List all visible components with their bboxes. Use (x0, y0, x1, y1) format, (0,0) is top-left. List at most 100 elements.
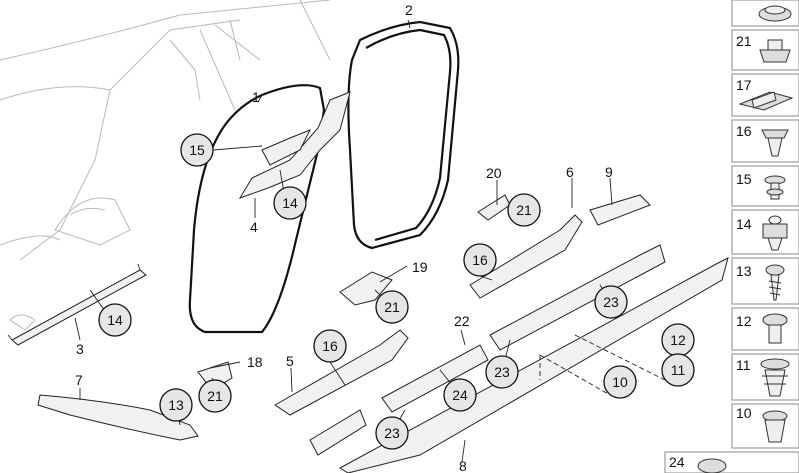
svg-text:24: 24 (452, 387, 468, 403)
callout-3: 3 (76, 341, 84, 357)
side-skirt (339, 257, 729, 473)
push-pin-icon (764, 175, 786, 200)
svg-text:23: 23 (384, 425, 400, 441)
callout-11: 11 (661, 353, 695, 387)
svg-text:13: 13 (736, 263, 752, 279)
sidebar-item-15: 15 (731, 165, 799, 207)
front-door-seal (188, 84, 326, 334)
callout-21-b: 21 (375, 290, 409, 324)
rubber-grommet-icon (758, 5, 792, 22)
sidebar-item-grommet (731, 0, 799, 27)
svg-text:11: 11 (671, 362, 686, 378)
svg-text:20: 20 (486, 165, 502, 181)
sidebar-item-10: 10 (731, 403, 799, 449)
callout-4: 4 (250, 219, 258, 235)
svg-text:1: 1 (252, 89, 260, 105)
svg-text:24: 24 (669, 454, 685, 470)
svg-text:22: 22 (454, 313, 470, 329)
callout-16-a: 16 (463, 243, 497, 277)
part-9 (589, 194, 651, 226)
pine-tree-clip-icon (760, 358, 790, 397)
svg-text:7: 7 (75, 372, 83, 388)
callout-2: 2 (405, 2, 413, 18)
car-body-outline (0, 0, 331, 331)
bracket-19 (339, 271, 393, 306)
expansion-clip-icon (761, 129, 789, 157)
svg-text:3: 3 (76, 341, 84, 357)
clip-nut-icon (762, 410, 788, 443)
sidebar-item-17: 17 (731, 73, 799, 117)
callout-16-b: 16 (313, 329, 347, 363)
callout-1: 1 (252, 89, 260, 105)
svg-text:13: 13 (168, 397, 184, 413)
svg-text:8: 8 (459, 458, 467, 473)
svg-text:14: 14 (282, 195, 298, 211)
svg-text:21: 21 (736, 33, 752, 49)
svg-text:9: 9 (605, 164, 613, 180)
cap-icon (697, 458, 727, 473)
svg-text:21: 21 (384, 299, 400, 315)
hardware-sidebar: 21 17 16 15 (664, 0, 799, 473)
svg-text:23: 23 (603, 294, 619, 310)
rocker-bracket-lower (309, 409, 367, 456)
svg-text:11: 11 (736, 357, 751, 373)
svg-text:15: 15 (189, 142, 205, 158)
rocker-bracket-mid (381, 344, 489, 413)
callout-14-sill: 14 (98, 303, 132, 337)
lower-sill-panel (37, 394, 199, 441)
svg-text:4: 4 (250, 219, 258, 235)
callout-7: 7 (75, 372, 83, 388)
sidebar-item-14: 14 (731, 209, 799, 255)
callout-21-a: 21 (507, 193, 541, 227)
svg-text:16: 16 (472, 252, 488, 268)
callout-23-c: 23 (375, 416, 409, 450)
rocker-bracket-upper (489, 244, 666, 351)
expanding-rivet-icon (762, 313, 788, 344)
callout-14-pillar: 14 (273, 186, 307, 220)
svg-text:6: 6 (566, 164, 574, 180)
svg-text:21: 21 (207, 388, 223, 404)
screw-clip-icon (762, 215, 788, 251)
svg-text:5: 5 (286, 353, 294, 369)
svg-text:2: 2 (405, 2, 413, 18)
svg-text:17: 17 (736, 77, 752, 93)
bracket-20 (477, 194, 511, 221)
sidebar-item-13: 13 (731, 257, 799, 305)
callout-8: 8 (459, 458, 467, 473)
callout-18: 18 (247, 354, 263, 370)
callout-13: 13 (159, 388, 193, 422)
entrance-strip-front (274, 329, 409, 416)
svg-text:12: 12 (670, 332, 686, 348)
svg-text:15: 15 (736, 171, 752, 187)
rear-door-seal (347, 20, 460, 250)
svg-text:10: 10 (612, 374, 628, 390)
svg-text:12: 12 (736, 313, 752, 329)
screw-icon (765, 264, 785, 301)
clip-icon (738, 91, 794, 111)
callout-21-c: 21 (198, 379, 232, 413)
sidebar-item-21: 21 (731, 29, 799, 71)
sidebar-item-24: 24 (664, 451, 799, 473)
sidebar-item-16: 16 (731, 119, 799, 163)
callout-23-b: 23 (485, 355, 519, 389)
svg-text:19: 19 (412, 259, 428, 275)
svg-text:23: 23 (494, 364, 510, 380)
callout-5: 5 (286, 353, 294, 369)
callout-22: 22 (454, 313, 470, 329)
callout-24: 24 (443, 378, 477, 412)
callout-12: 12 (661, 323, 695, 357)
entrance-strip-rear (469, 214, 583, 299)
sidebar-item-11: 11 (731, 353, 799, 401)
spring-nut-icon (759, 39, 791, 63)
callout-19: 19 (412, 259, 428, 275)
callout-10: 10 (603, 365, 637, 399)
svg-text:16: 16 (322, 338, 338, 354)
callout-15: 15 (180, 133, 214, 167)
svg-text:21: 21 (516, 202, 532, 218)
callout-20: 20 (486, 165, 502, 181)
svg-text:14: 14 (107, 312, 123, 328)
svg-text:16: 16 (736, 123, 752, 139)
callout-9: 9 (605, 164, 613, 180)
callout-23-a: 23 (594, 285, 628, 319)
